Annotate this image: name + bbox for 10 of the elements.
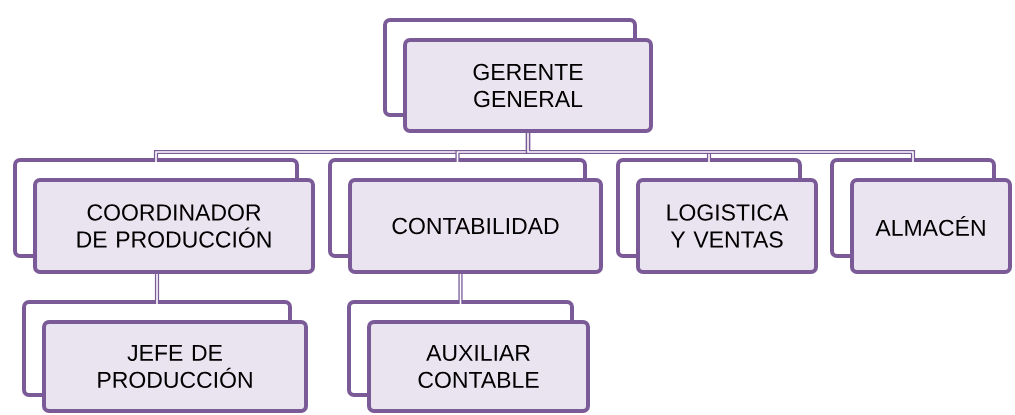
org-box: COORDINADOR DE PRODUCCIÓN xyxy=(13,158,315,274)
connector-line xyxy=(525,132,916,163)
org-box: GERENTE GENERAL xyxy=(383,18,653,133)
connector-line xyxy=(154,273,160,305)
org-box: AUXILIAR CONTABLE xyxy=(347,300,590,413)
org-box: LOGISTICA Y VENTAS xyxy=(616,158,818,274)
org-box: JEFE DE PRODUCCIÓN xyxy=(22,300,308,413)
org-box: ALMACÉN xyxy=(830,158,1012,274)
org-box: CONTABILIDAD xyxy=(328,158,603,274)
connector-line xyxy=(458,273,463,305)
